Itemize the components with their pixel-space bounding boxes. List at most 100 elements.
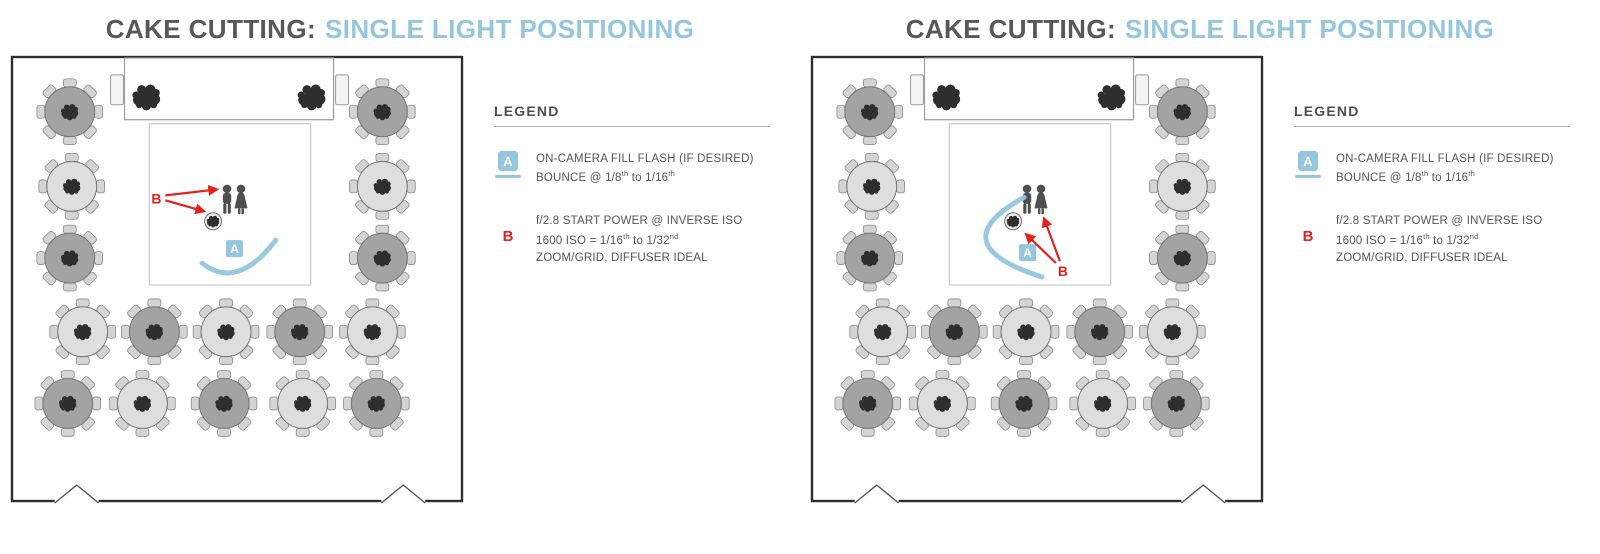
- guest-table: [993, 299, 1059, 365]
- guest-table: [991, 371, 1057, 437]
- guest-table: [340, 299, 406, 365]
- guest-table: [910, 371, 976, 437]
- flash-a-arc-swatch: [495, 175, 521, 178]
- lighting-annotations: A B: [151, 184, 279, 276]
- guest-table: [267, 299, 333, 365]
- title-prefix: CAKE CUTTING:: [105, 14, 316, 44]
- guest-table: [110, 371, 176, 437]
- title-prefix: CAKE CUTTING:: [905, 14, 1116, 44]
- panel-left: CAKE CUTTING: SINGLE LIGHT POSITIONING: [0, 14, 800, 505]
- superscript: th: [668, 169, 675, 179]
- guest-table: [1150, 79, 1216, 145]
- legend-a-line1: ON-CAMERA FILL FLASH (IF DESIRED): [1336, 153, 1554, 165]
- flash-a-box: [226, 240, 243, 258]
- superscript: nd: [669, 231, 679, 241]
- flash-a-arc: [983, 194, 1045, 280]
- legend-b-line2-part: 1600 ISO = 1/16: [536, 234, 624, 247]
- guest-table: [191, 371, 257, 437]
- legend-b-icon: B: [1294, 213, 1322, 267]
- guest-table: [35, 371, 101, 437]
- guest-table: [350, 154, 416, 220]
- legend-a-line2: BOUNCE @ 1/8th to 1/16th: [536, 168, 754, 187]
- flash-a-label: A: [226, 240, 243, 258]
- head-table-chair: [1135, 74, 1150, 106]
- guest-table: [1144, 371, 1210, 437]
- head-table-group: [110, 57, 350, 121]
- legend-item-a: A ON-CAMERA FILL FLASH (IF DESIRED) BOUN…: [494, 151, 770, 187]
- legend-a-line2-part: to 1/16: [1428, 172, 1469, 185]
- floor-plan-right: A B: [810, 55, 1264, 505]
- head-table-chair: [110, 74, 125, 106]
- legend-a-text: ON-CAMERA FILL FLASH (IF DESIRED) BOUNCE…: [536, 151, 754, 187]
- legend-item-b: B f/2.8 START POWER @ INVERSE ISO 1600 I…: [1294, 213, 1570, 267]
- superscript: th: [621, 169, 629, 179]
- legend-a-line2-part: BOUNCE @ 1/8: [536, 172, 622, 185]
- flash-a-arc: [199, 237, 279, 276]
- legend-b-line3: ZOOM/GRID, DIFFUSER IDEAL: [1336, 251, 1508, 264]
- head-table: [123, 57, 335, 121]
- guest-table: [922, 299, 988, 365]
- legend-a-line1: ON-CAMERA FILL FLASH (IF DESIRED): [536, 153, 754, 165]
- superscript: th: [1468, 169, 1475, 179]
- legend-divider: [1294, 126, 1570, 127]
- cake-icon: [205, 213, 222, 230]
- guest-table: [850, 299, 916, 365]
- lighting-annotations: A B: [983, 194, 1068, 280]
- legend-a-icon: A: [1294, 151, 1322, 187]
- legend-divider: [494, 126, 770, 127]
- title-highlight: SINGLE LIGHT POSITIONING: [1125, 14, 1495, 44]
- guest-table: [37, 79, 103, 145]
- head-table-chair: [910, 74, 925, 106]
- superscript: th: [623, 231, 630, 241]
- flash-a-swatch: A: [498, 151, 518, 171]
- legend-b-line2-part: 1600 ISO = 1/16: [1336, 234, 1424, 247]
- panel-title: CAKE CUTTING: SINGLE LIGHT POSITIONING: [0, 14, 800, 45]
- flash-a-arc-swatch: [1295, 175, 1321, 178]
- guest-table: [839, 154, 905, 220]
- flash-b-arrow: [1041, 216, 1061, 262]
- guest-table: [835, 371, 901, 437]
- cake-icon: [1005, 213, 1022, 230]
- guest-table: [122, 299, 188, 365]
- flash-b-letter: B: [1058, 263, 1068, 279]
- legend-b-icon: B: [494, 213, 522, 267]
- guest-table: [837, 225, 903, 291]
- guest-table: [344, 371, 410, 437]
- flash-a-swatch: A: [1298, 151, 1318, 171]
- legend-b-text: f/2.8 START POWER @ INVERSE ISO 1600 ISO…: [1336, 213, 1542, 267]
- guest-table: [270, 371, 336, 437]
- floor-plan-left: A B: [10, 55, 464, 505]
- head-table-chair: [335, 74, 350, 106]
- guest-table: [193, 299, 259, 365]
- flash-a-box: [1019, 244, 1037, 262]
- guest-table: [1150, 154, 1216, 220]
- flash-b-swatch: B: [502, 228, 514, 246]
- superscript: th: [1423, 231, 1430, 241]
- flash-b-swatch: B: [1302, 228, 1314, 246]
- panel-title: CAKE CUTTING: SINGLE LIGHT POSITIONING: [800, 14, 1600, 45]
- flash-a-letter: A: [230, 242, 239, 256]
- legend-item-b: B f/2.8 START POWER @ INVERSE ISO 1600 I…: [494, 213, 770, 267]
- legend-a-line2: BOUNCE @ 1/8th to 1/16th: [1336, 168, 1554, 187]
- legend-a-icon: A: [494, 151, 522, 187]
- legend-a-text: ON-CAMERA FILL FLASH (IF DESIRED) BOUNCE…: [1336, 151, 1554, 187]
- guest-table: [350, 79, 416, 145]
- legend-heading: LEGEND: [1294, 103, 1360, 119]
- legend-b-line3: ZOOM/GRID, DIFFUSER IDEAL: [536, 251, 708, 264]
- legend-item-a: A ON-CAMERA FILL FLASH (IF DESIRED) BOUN…: [1294, 151, 1570, 187]
- legend-b-line1: f/2.8 START POWER @ INVERSE ISO: [1336, 215, 1543, 228]
- legend-b-text: f/2.8 START POWER @ INVERSE ISO 1600 ISO…: [536, 213, 742, 267]
- flash-a-letter: A: [1023, 246, 1032, 260]
- head-table-group: [910, 57, 1150, 121]
- guest-table: [1070, 371, 1136, 437]
- head-table: [923, 57, 1135, 121]
- legend-b-line1: f/2.8 START POWER @ INVERSE ISO: [536, 215, 743, 228]
- flash-b-arrow: [1024, 232, 1057, 264]
- flash-a-label: A: [1019, 244, 1037, 262]
- guest-table: [837, 79, 903, 145]
- superscript: nd: [1469, 231, 1479, 241]
- title-highlight: SINGLE LIGHT POSITIONING: [325, 14, 695, 44]
- superscript: th: [1421, 169, 1429, 179]
- legend-b-line2: 1600 ISO = 1/16th to 1/32nd: [1336, 231, 1542, 250]
